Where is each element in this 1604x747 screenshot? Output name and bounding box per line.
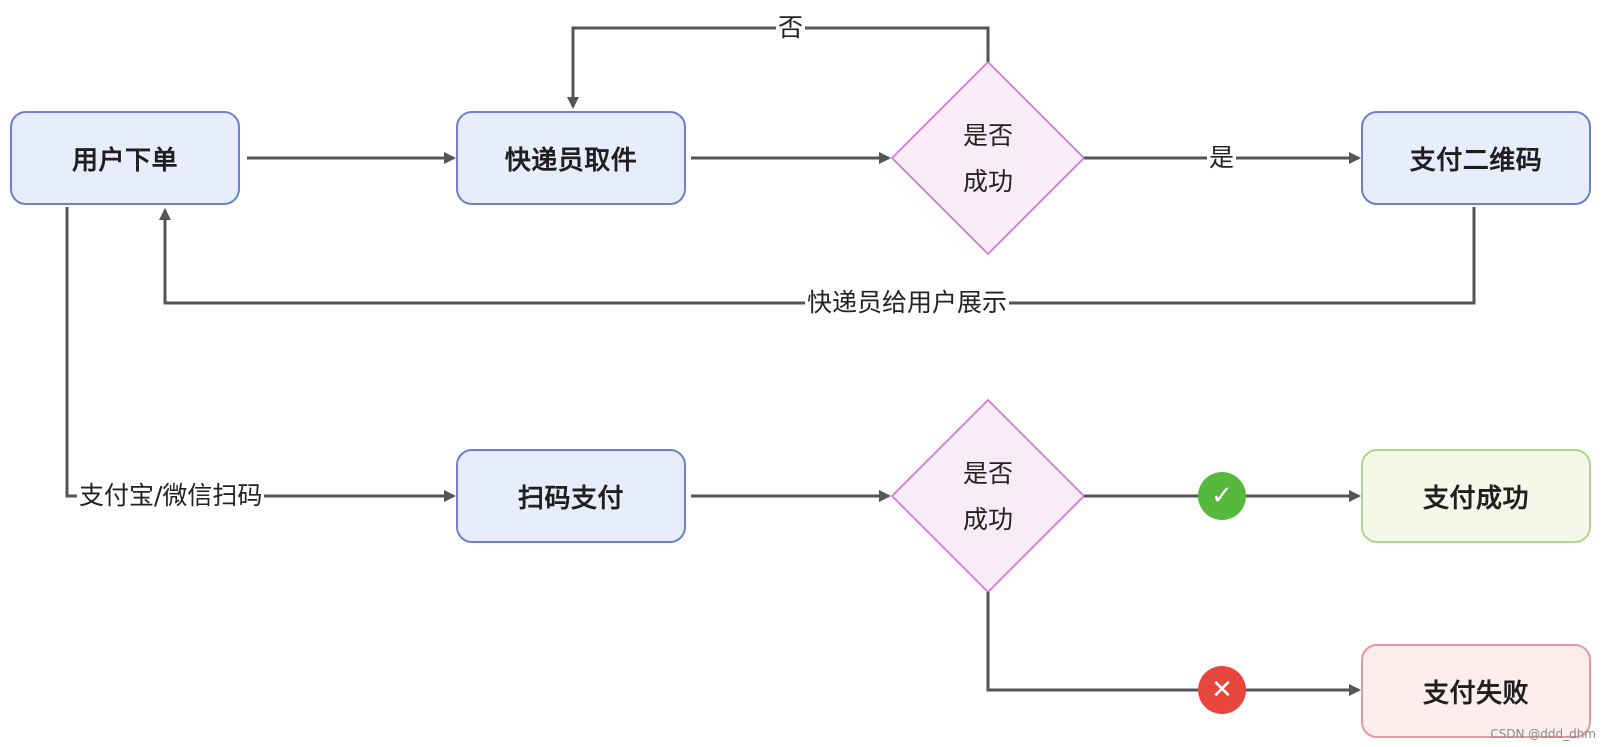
edge-label-scan: 支付宝/微信扫码	[77, 481, 265, 511]
edge-label-yes: 是	[1207, 143, 1237, 173]
edge-label-no: 否	[776, 13, 806, 43]
edge-label-show-to-user: 快递员给用户展示	[805, 288, 1010, 318]
node-pay-success: 支付成功	[1361, 449, 1591, 543]
node-payment-qrcode-label: 支付二维码	[1409, 145, 1543, 176]
decision-1-line-1: 是否	[962, 121, 1013, 150]
node-pay-failure-label: 支付失败	[1422, 678, 1529, 709]
node-scan-pay: 扫码支付	[456, 449, 686, 543]
node-scan-pay-label: 扫码支付	[517, 483, 624, 514]
node-courier-pickup: 快递员取件	[456, 111, 686, 205]
decision-1-line-2: 成功	[962, 167, 1013, 196]
node-pay-success-label: 支付成功	[1422, 483, 1529, 514]
node-courier-pickup-label: 快递员取件	[504, 145, 638, 176]
decision-diamond-1	[890, 60, 1086, 256]
node-place-order-label: 用户下单	[71, 145, 178, 176]
close-icon: ✕	[1198, 666, 1246, 714]
node-place-order: 用户下单	[10, 111, 240, 205]
watermark: CSDN @ddd_dhm	[1490, 727, 1596, 741]
node-payment-qrcode: 支付二维码	[1361, 111, 1591, 205]
decision-2-line-2: 成功	[962, 505, 1013, 534]
check-icon: ✓	[1198, 472, 1246, 520]
decision-1-label: 是否 成功	[928, 113, 1048, 205]
decision-2-line-1: 是否	[962, 459, 1013, 488]
edge-order-to-scan	[65, 207, 456, 502]
decision-2-label: 是否 成功	[928, 451, 1048, 543]
node-pay-failure: 支付失败	[1361, 644, 1591, 738]
edge-decision2-failure	[986, 592, 1361, 696]
